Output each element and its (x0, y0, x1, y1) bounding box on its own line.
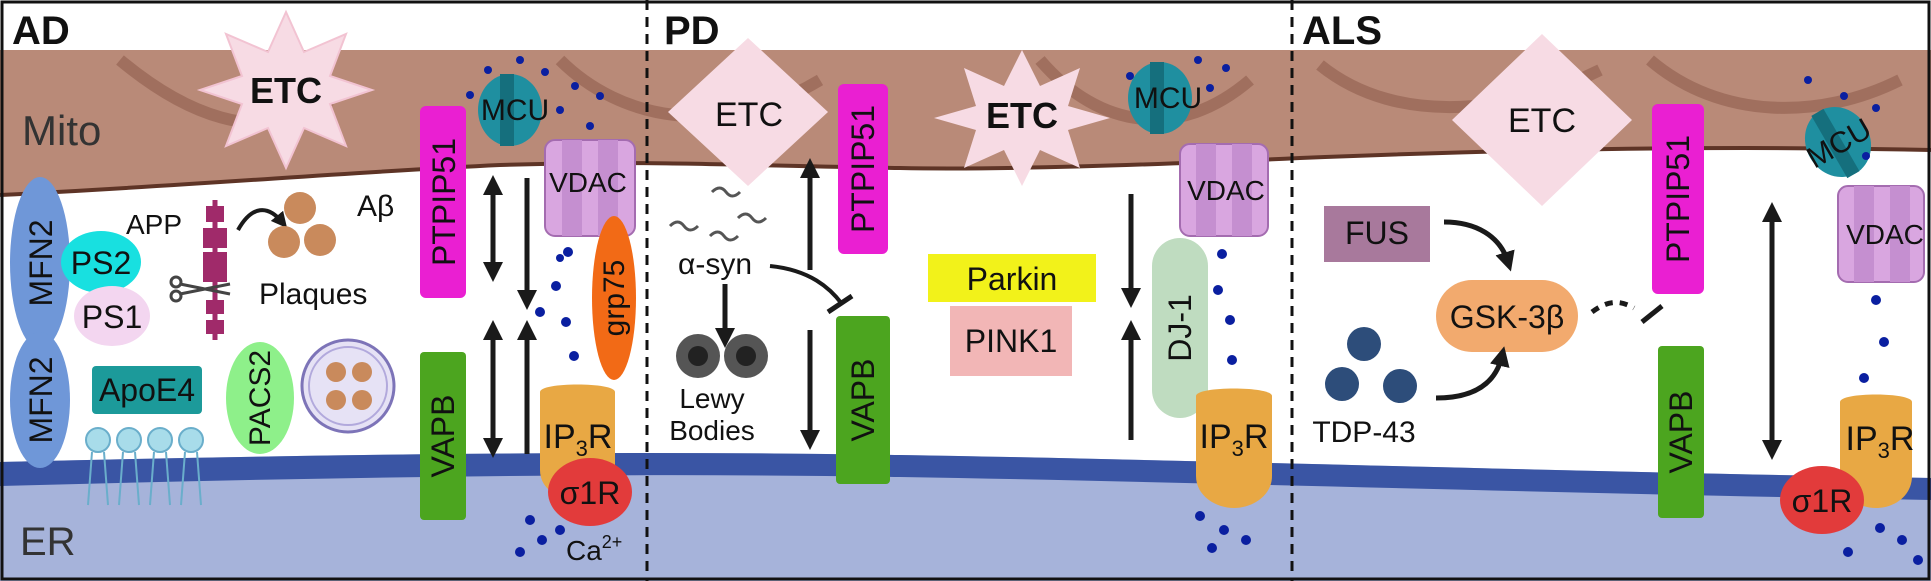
ad-plaques-label: Plaques (259, 278, 367, 311)
ad-sigma1r: σ1R (548, 458, 632, 526)
ad-calcium-label: Ca2+ (566, 532, 622, 566)
pd-mcu-label: MCU (1134, 82, 1202, 115)
ad-pacs2: PACS2 (226, 342, 294, 454)
pd-parkin: Parkin (928, 254, 1096, 302)
ad-vapb: VAPB (420, 352, 466, 520)
pd-asyn-inhibition-line (769, 264, 844, 306)
ad-mfn2-upper-label: MFN2 (23, 219, 59, 306)
ad-pacs2-label: PACS2 (244, 350, 277, 446)
pd-etc-star-label: ETC (986, 95, 1058, 136)
ad-app-to-abeta-arrow (236, 208, 288, 232)
pd-pink1-label: PINK1 (965, 323, 1057, 359)
als-vdac-label: VDAC (1846, 219, 1924, 250)
als-fus-arrow (1443, 219, 1515, 272)
als-mcu (1804, 106, 1872, 179)
als-ptpip51-label: PTPIP51 (1660, 135, 1696, 263)
als-tdp43-arrow (1435, 346, 1510, 401)
pd-asyn-label: α-syn (678, 248, 752, 281)
als-tdp43-label: TDP-43 (1312, 416, 1415, 449)
lipoprotein-icon (85, 427, 204, 506)
tdp43-aggregates-icon (1325, 327, 1417, 403)
ad-ptpip51: PTPIP51 (420, 106, 466, 298)
ad-abeta-label: Aβ (357, 190, 394, 223)
als-gsk3b-inhibition-bar (1640, 304, 1664, 324)
ad-ptpip51-label: PTPIP51 (426, 138, 462, 266)
ad-mcu: MCU (478, 74, 549, 146)
pd-pink1: PINK1 (950, 306, 1072, 376)
ad-vapb-label: VAPB (425, 395, 461, 478)
pd-dj1-label: DJ-1 (1162, 294, 1198, 362)
pd-etc-diamond: ETC (668, 38, 828, 186)
als-etc-diamond-label: ETC (1508, 102, 1576, 140)
als-sigma1r: σ1R (1780, 466, 1864, 534)
ad-grp75: grp75 (592, 216, 636, 380)
als-vapb-label: VAPB (1663, 391, 1699, 474)
als-gsk3b: GSK-3β (1436, 280, 1578, 352)
alpha-synuclein-fibrils-icon (668, 186, 768, 242)
ad-apoe4-label: ApoE4 (99, 372, 195, 408)
er-membrane (0, 452, 1931, 500)
ad-etc: ETC (196, 9, 376, 171)
ad-mcu-label: MCU (481, 94, 549, 127)
ad-sigma1r-label: σ1R (560, 475, 621, 511)
als-gsk3b-inhibition-line (1590, 300, 1636, 315)
als-fus: FUS (1324, 206, 1430, 262)
als-ptpip51: PTPIP51 (1652, 104, 1704, 294)
als-ip3r-label: IP3R (1846, 420, 1915, 463)
pd-ptpip51-label: PTPIP51 (845, 105, 881, 233)
pd-ip3r: IP3R (1196, 388, 1272, 508)
ad-ip3r-label: IP3R (544, 418, 613, 461)
als-ip3r: IP3R (1840, 394, 1915, 508)
lewy-bodies-icon (676, 334, 768, 378)
ad-ps1: PS1 (74, 286, 150, 346)
pd-ptpip51: PTPIP51 (838, 84, 888, 254)
calcium-ions (466, 56, 1923, 565)
panel-title-ad: AD (12, 9, 70, 53)
ad-mfn2-lower-label: MFN2 (23, 356, 59, 443)
plaque-vesicle-icon (300, 338, 396, 434)
ad-mfn2-lower: MFN2 (10, 332, 70, 468)
abeta-aggregates-icon (268, 192, 336, 258)
ad-vdac-label: VDAC (549, 167, 627, 198)
als-vapb: VAPB (1658, 346, 1704, 518)
pd-parkin-label: Parkin (967, 261, 1058, 297)
ad-mfn2-upper: MFN2 (10, 177, 70, 349)
ad-apoe4: ApoE4 (92, 366, 202, 414)
als-sigma1r-label: σ1R (1792, 483, 1853, 519)
er-label: ER (20, 520, 76, 564)
panel-title-als: ALS (1302, 9, 1382, 53)
ad-vdac: VDAC (544, 139, 636, 237)
pd-lewy-label-line2: Bodies (669, 415, 755, 446)
als-vdac: VDAC (1837, 185, 1925, 283)
pd-lewy-label-line1: Lewy (679, 383, 744, 414)
pd-vdac: VDAC (1179, 143, 1269, 237)
pd-mcu: MCU (1128, 62, 1202, 134)
als-fus-label: FUS (1345, 215, 1409, 251)
ad-etc-label: ETC (250, 70, 322, 111)
als-gsk3b-label: GSK-3β (1450, 299, 1564, 335)
als-etc-diamond: ETC (1452, 34, 1632, 206)
pd-vapb: VAPB (836, 316, 890, 484)
pd-asyn-inhibition-bar (826, 293, 854, 315)
mito-label: Mito (22, 107, 101, 154)
ad-app-label: APP (126, 209, 182, 240)
pd-vapb-label: VAPB (845, 359, 881, 442)
pd-etc-star: ETC (934, 50, 1110, 186)
secretase-scissors-icon (169, 275, 231, 303)
ad-ps2: PS2 (61, 231, 141, 293)
pd-dj1: DJ-1 (1152, 238, 1208, 418)
pd-ip3r-label: IP3R (1200, 418, 1269, 461)
pd-vdac-label: VDAC (1187, 175, 1265, 206)
ad-ps2-label: PS2 (71, 245, 131, 281)
app-protein-icon (203, 200, 227, 340)
panel-title-pd: PD (664, 9, 720, 53)
ad-grp75-label: grp75 (598, 260, 631, 337)
pd-etc-diamond-label: ETC (715, 96, 783, 134)
ad-ps1-label: PS1 (82, 299, 142, 335)
